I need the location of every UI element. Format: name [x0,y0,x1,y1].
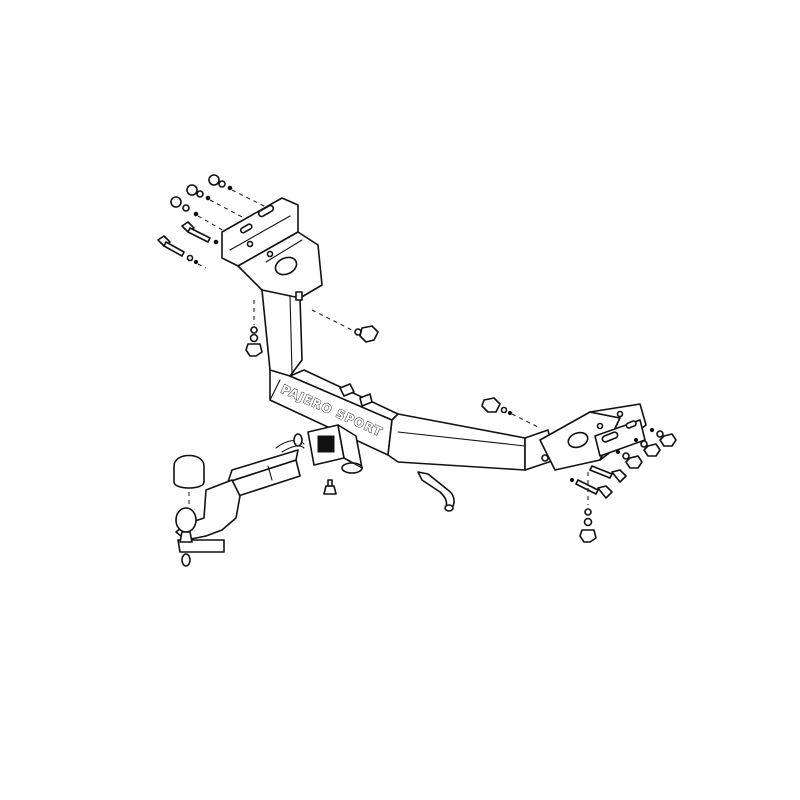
main-crossbar: PAJERO SPORT [269,369,556,471]
left-mounting-bracket [221,197,323,299]
drop-bar-assembly [173,449,301,567]
right-mounting-bracket [539,403,647,471]
left-fasteners [157,174,379,357]
right-fasteners [481,397,677,543]
left-arm [261,289,303,381]
hitch-receiver [307,424,363,474]
hitch-pin-and-clip [275,433,455,512]
